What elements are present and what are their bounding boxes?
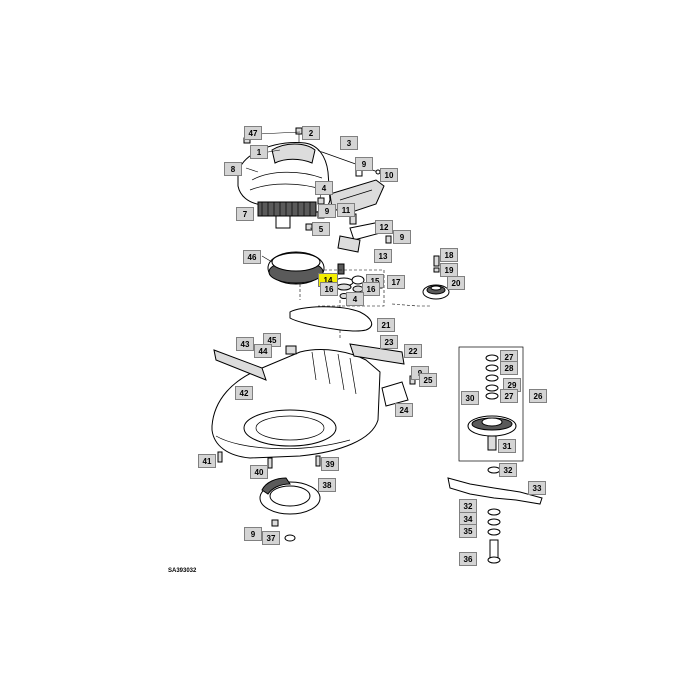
callout-22[interactable]: 22: [404, 344, 422, 358]
rear-flap-drawing: [213, 349, 267, 381]
callout-41[interactable]: 41: [198, 454, 216, 468]
callout-35[interactable]: 35: [459, 524, 477, 538]
deflector-drawing: [381, 381, 409, 407]
callout-38[interactable]: 38: [318, 478, 336, 492]
callout-27-a[interactable]: 27: [500, 350, 518, 364]
callout-32-a[interactable]: 32: [499, 463, 517, 477]
callout-9-b[interactable]: 9: [318, 204, 336, 218]
mower-deck-drawing: [211, 345, 381, 459]
spindle-pulley-drawing: [422, 255, 450, 300]
callout-24[interactable]: 24: [395, 403, 413, 417]
blade-adapter-frame: [458, 346, 524, 462]
callout-46[interactable]: 46: [243, 250, 261, 264]
callout-25[interactable]: 25: [419, 373, 437, 387]
callout-32-b[interactable]: 32: [459, 499, 477, 513]
callout-39[interactable]: 39: [321, 457, 339, 471]
callout-43[interactable]: 43: [236, 337, 254, 351]
side-skirt-drawing: [349, 343, 405, 365]
callout-5[interactable]: 5: [312, 222, 330, 236]
callout-36[interactable]: 36: [459, 552, 477, 566]
blade-bolt-drawing: [489, 539, 499, 559]
callout-4-a[interactable]: 4: [315, 181, 333, 195]
callout-45[interactable]: 45: [263, 333, 281, 347]
baffle-ring-drawing: [259, 477, 321, 515]
callout-3[interactable]: 3: [340, 136, 358, 150]
callout-27-b[interactable]: 27: [500, 389, 518, 403]
callout-16-a[interactable]: 16: [320, 282, 338, 296]
callout-9-a[interactable]: 9: [355, 157, 373, 171]
callout-12[interactable]: 12: [375, 220, 393, 234]
callout-11[interactable]: 11: [337, 203, 355, 217]
callout-8[interactable]: 8: [224, 162, 242, 176]
callout-20[interactable]: 20: [447, 276, 465, 290]
callout-16-b[interactable]: 16: [362, 282, 380, 296]
callout-17[interactable]: 17: [387, 275, 405, 289]
callout-10[interactable]: 10: [380, 168, 398, 182]
drive-belt-drawing: [289, 306, 373, 332]
callout-2[interactable]: 2: [302, 126, 320, 140]
blade-drawing: [447, 477, 543, 505]
callout-42[interactable]: 42: [235, 386, 253, 400]
callout-37[interactable]: 37: [262, 531, 280, 545]
callout-4-b[interactable]: 4: [346, 292, 364, 306]
callout-23[interactable]: 23: [380, 335, 398, 349]
drawing-code: SA393032: [168, 568, 197, 574]
callout-44[interactable]: 44: [254, 344, 272, 358]
callout-33[interactable]: 33: [528, 481, 546, 495]
callout-40[interactable]: 40: [250, 465, 268, 479]
callout-19[interactable]: 19: [440, 263, 458, 277]
blade-adapter-drawing: [467, 354, 517, 451]
callout-26[interactable]: 26: [529, 389, 547, 403]
callout-7[interactable]: 7: [236, 207, 254, 221]
fan-cover-drawing: [267, 251, 325, 285]
callout-47[interactable]: 47: [244, 126, 262, 140]
callout-28[interactable]: 28: [500, 361, 518, 375]
callout-21[interactable]: 21: [377, 318, 395, 332]
callout-31[interactable]: 31: [498, 439, 516, 453]
callout-30[interactable]: 30: [461, 391, 479, 405]
callout-9-c[interactable]: 9: [393, 230, 411, 244]
callout-9-e[interactable]: 9: [244, 527, 262, 541]
callout-13[interactable]: 13: [374, 249, 392, 263]
callout-18[interactable]: 18: [440, 248, 458, 262]
callout-1[interactable]: 1: [250, 145, 268, 159]
